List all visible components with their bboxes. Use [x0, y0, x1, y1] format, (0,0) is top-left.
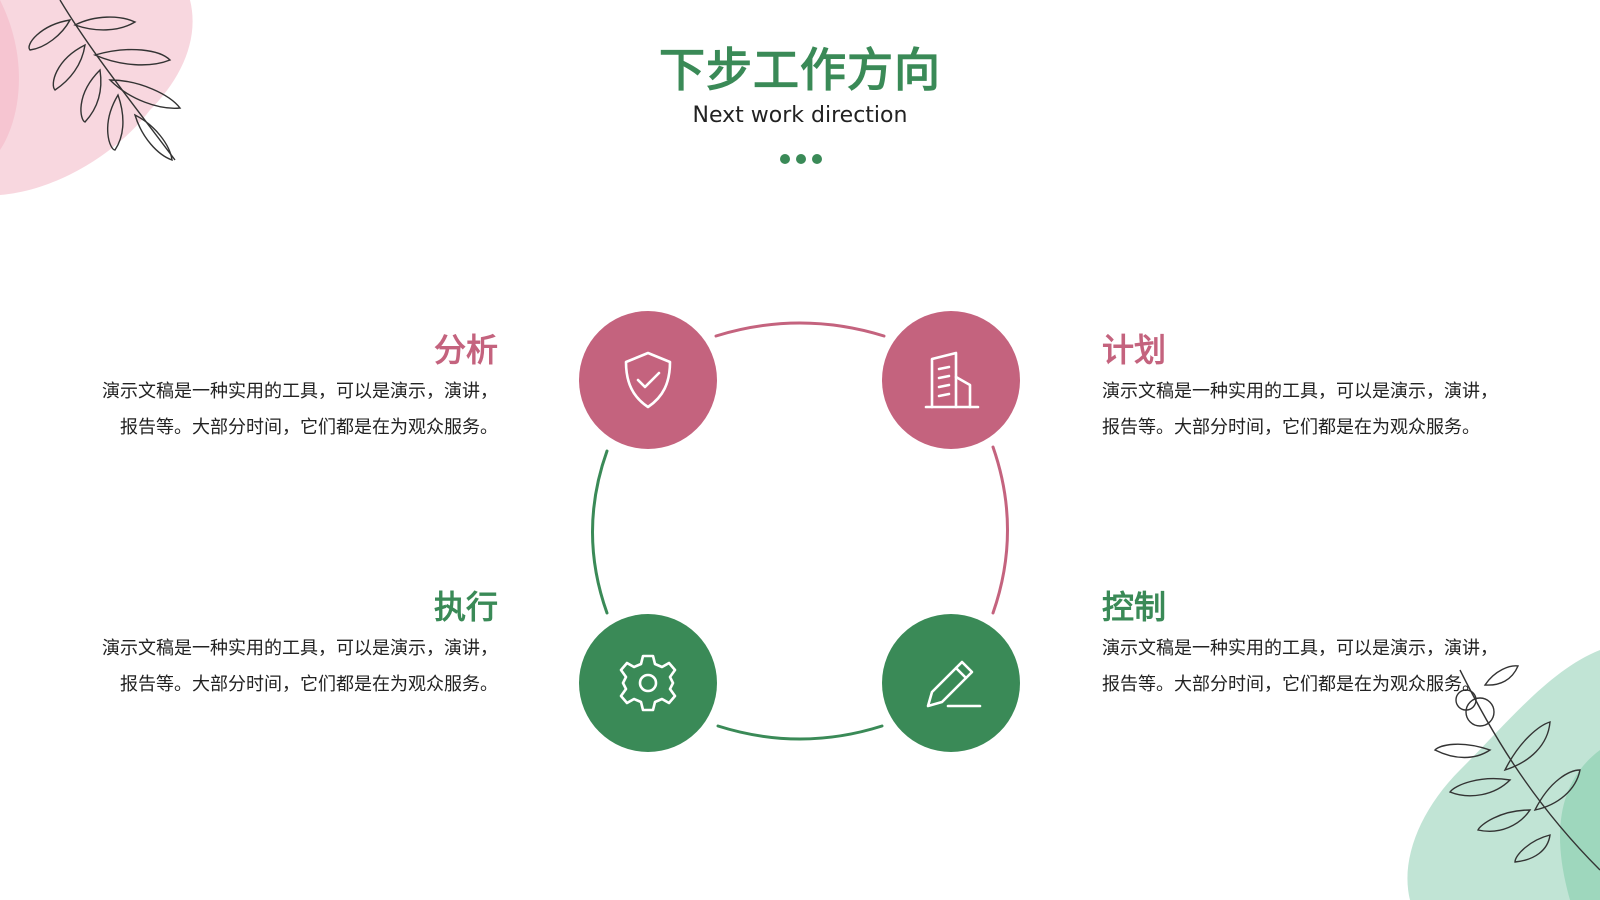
execute-node: [579, 614, 717, 752]
analysis-title: 分析: [433, 331, 498, 369]
control-description: 演示文稿是一种实用的工具，可以是演示，演讲，报告等。大部分时间，它们都是在为观众…: [1102, 638, 1498, 695]
arc-left: [591, 449, 609, 615]
plan-node: [882, 311, 1020, 449]
arc-right: [991, 445, 1009, 615]
leaf-decoration-bottom-right: [1407, 650, 1600, 900]
control-node: [882, 614, 1020, 752]
execute-description: 演示文稿是一种实用的工具，可以是演示，演讲，报告等。大部分时间，它们都是在为观众…: [102, 638, 498, 695]
analysis-description: 演示文稿是一种实用的工具，可以是演示，演讲，报告等。大部分时间，它们都是在为观众…: [102, 381, 498, 438]
gear-icon: [619, 654, 677, 712]
execute-block: 执行 演示文稿是一种实用的工具，可以是演示，演讲，报告等。大部分时间，它们都是在…: [102, 587, 498, 703]
plan-description: 演示文稿是一种实用的工具，可以是演示，演讲，报告等。大部分时间，它们都是在为观众…: [1102, 381, 1498, 438]
page-title: 下步工作方向: [659, 43, 941, 97]
plan-block: 计划 演示文稿是一种实用的工具，可以是演示，演讲，报告等。大部分时间，它们都是在…: [1102, 330, 1498, 446]
arc-bottom: [716, 724, 884, 741]
building-icon: [924, 351, 980, 409]
title-dots-decoration: [780, 149, 840, 164]
analysis-block: 分析 演示文稿是一种实用的工具，可以是演示，演讲，报告等。大部分时间，它们都是在…: [102, 330, 498, 446]
page-subtitle: Next work direction: [692, 103, 908, 128]
control-block: 控制 演示文稿是一种实用的工具，可以是演示，演讲，报告等。大部分时间，它们都是在…: [1102, 587, 1498, 703]
arc-top: [714, 321, 886, 338]
plan-title: 计划: [1102, 331, 1167, 369]
shield-check-icon: [624, 351, 672, 409]
pencil-icon: [926, 660, 982, 708]
execute-title: 执行: [433, 588, 498, 626]
analysis-node: [579, 311, 717, 449]
leaf-decoration-top-left: [0, 0, 193, 195]
control-title: 控制: [1102, 588, 1167, 626]
